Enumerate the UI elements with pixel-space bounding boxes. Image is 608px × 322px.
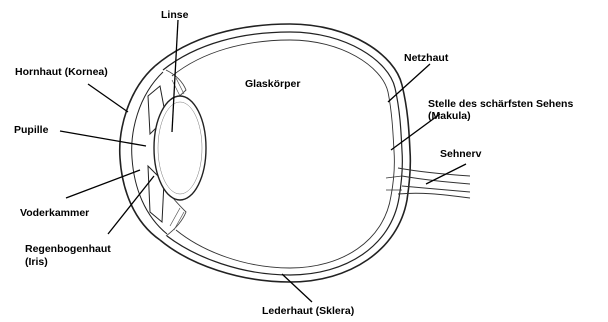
label-voderkammer: Voderkammer [20,207,89,219]
leader-regenbogenhaut [108,176,154,234]
label-makula-line1: Stelle des schärfsten Sehens [428,98,573,110]
label-glaskoerper: Glaskörper [245,78,300,90]
label-regenbogenhaut: Regenbogenhaut [25,243,111,255]
label-pupille: Pupille [14,124,48,136]
label-netzhaut: Netzhaut [404,52,448,64]
leader-sehnerv [426,164,466,184]
label-hornhaut: Hornhaut (Kornea) [15,66,108,78]
label-iris: (Iris) [25,256,48,268]
lens [154,96,206,200]
leader-lederhaut [282,274,312,302]
leader-hornhaut [88,84,128,112]
label-linse: Linse [161,9,188,21]
label-makula-line2: (Makula) [428,110,471,122]
label-sehnerv: Sehnerv [440,148,481,160]
label-lederhaut: Lederhaut (Sklera) [262,305,354,317]
leader-voderkammer [66,170,140,198]
